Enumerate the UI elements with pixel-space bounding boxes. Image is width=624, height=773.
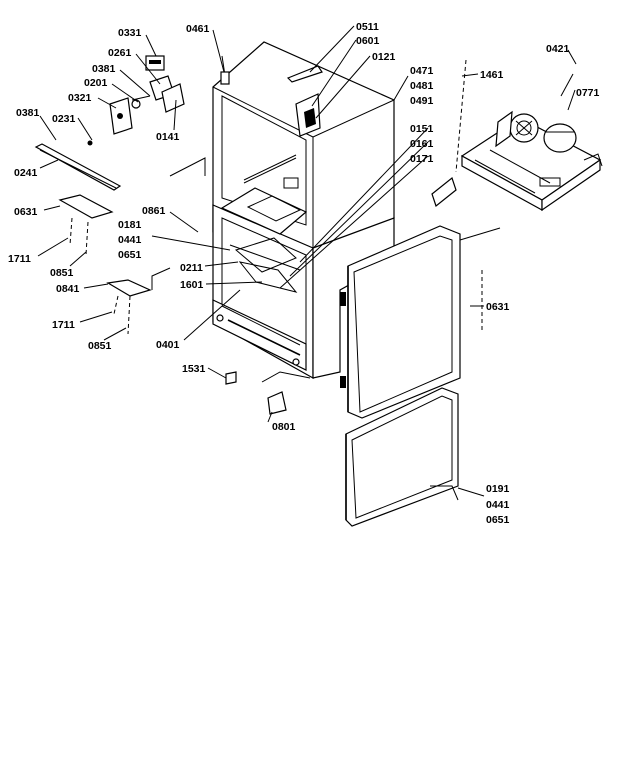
label-0241: 0241	[14, 167, 38, 179]
label-0231: 0231	[52, 113, 76, 125]
label-0261: 0261	[108, 47, 132, 59]
leader-lines	[37, 25, 577, 497]
label-0141: 0141	[156, 131, 180, 143]
small-parts	[225, 371, 311, 415]
label-0841: 0841	[56, 283, 80, 295]
cabinet	[212, 41, 395, 380]
label-0601: 0601	[356, 35, 380, 47]
label-0441-right: 0441	[486, 499, 510, 511]
label-1711-upper: 1711	[8, 253, 31, 265]
duct-panel	[431, 59, 467, 208]
label-0801: 0801	[272, 421, 296, 433]
label-0471: 0471	[410, 65, 434, 77]
label-0851-upper: 0851	[50, 267, 74, 279]
label-0631-right: 0631	[486, 301, 510, 313]
left-brackets	[34, 143, 206, 335]
label-0161: 0161	[410, 138, 434, 150]
label-0171: 0171	[410, 153, 434, 165]
label-0861: 0861	[142, 205, 166, 217]
label-0381: 0381	[92, 63, 116, 75]
label-0121: 0121	[372, 51, 396, 63]
label-0851-lower: 0851	[88, 340, 112, 352]
label-0631-left: 0631	[14, 206, 38, 218]
label-0511: 0511	[356, 21, 379, 33]
label-1461: 1461	[480, 69, 504, 81]
label-0651-mid: 0651	[118, 249, 142, 261]
compressor-assembly	[460, 73, 603, 212]
label-0321: 0321	[68, 92, 92, 104]
fresh-food-door	[340, 225, 483, 419]
label-0441-mid: 0441	[118, 234, 142, 246]
label-0381-left: 0381	[16, 107, 40, 119]
label-0401: 0401	[156, 339, 180, 351]
callout-labels: 0461 0511 0601 0121 0471 0481 0491 1461 …	[8, 21, 600, 526]
label-0481: 0481	[410, 80, 434, 92]
control-assembly	[87, 55, 185, 146]
label-0191: 0191	[486, 483, 510, 495]
label-1531: 1531	[182, 363, 206, 375]
label-0211: 0211	[180, 262, 203, 274]
label-0461: 0461	[186, 23, 210, 35]
label-1711-lower: 1711	[52, 319, 75, 331]
label-0421: 0421	[546, 43, 570, 55]
label-0771: 0771	[576, 87, 600, 99]
freezer-drawer	[345, 387, 459, 527]
label-1601: 1601	[180, 279, 204, 291]
label-0331: 0331	[118, 27, 142, 39]
label-0151: 0151	[410, 123, 434, 135]
label-0651-right: 0651	[486, 514, 510, 526]
label-0491: 0491	[410, 95, 434, 107]
label-0181: 0181	[118, 219, 142, 231]
evaporator-cover	[220, 55, 323, 137]
label-0201: 0201	[84, 77, 108, 89]
